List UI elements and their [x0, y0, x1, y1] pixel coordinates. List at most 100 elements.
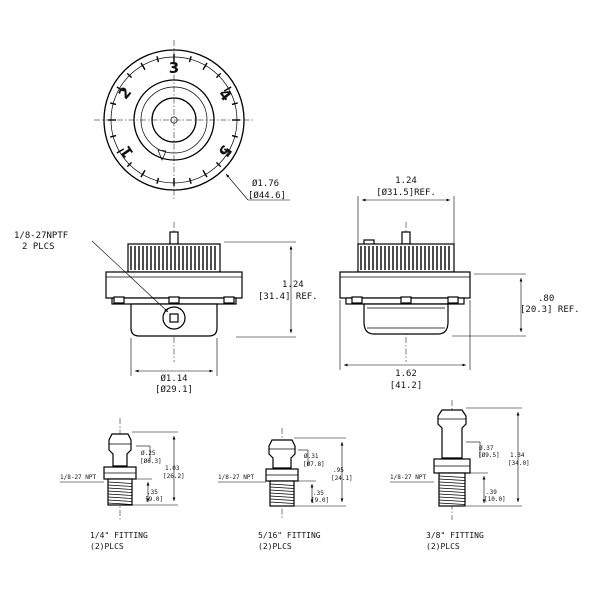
dial-tick [202, 169, 208, 178]
dial-tick [188, 56, 192, 63]
fitting-3-thread-lines [438, 475, 466, 505]
dial-tick [231, 134, 238, 138]
fitting-2-qty: (2)PLCS [258, 542, 292, 551]
fitting-3-thread-len-mm: [10.0] [484, 496, 506, 503]
fitting-1-qty: (2)PLCS [90, 542, 124, 551]
fitting-2-thread-len-in: .35 [313, 490, 324, 497]
dial-tick [110, 102, 117, 106]
front-base-dia-mm: [Ø29.1] [155, 384, 193, 395]
fitting-2-name: 5/16" FITTING [258, 531, 321, 540]
thread-line [438, 490, 466, 493]
fitting-3-height-mm: [34.0] [508, 460, 530, 467]
fitting-3-barb-dia-in: Ø.37 [479, 445, 494, 452]
thread-line [269, 498, 295, 501]
side-view-screws [351, 296, 459, 304]
fitting-2-thread-lines [269, 483, 295, 504]
dial-tick [215, 72, 222, 79]
screw-head [400, 296, 412, 304]
side-height-mm: [20.3] REF. [520, 305, 580, 315]
side-top-width-in: 1.24 [395, 176, 417, 186]
fitting-2-barb [268, 439, 296, 469]
dial-tick [116, 86, 125, 92]
dial-tick [110, 134, 117, 138]
fitting-2-height-in: .95 [333, 467, 344, 474]
front-height-mm: [31.4] REF. [258, 292, 318, 302]
fitting-3-qty: (2)PLCS [426, 542, 460, 551]
dial-diameter-mm: [Ø44.6] [248, 190, 286, 201]
fitting-3-thread-spec: 1/8-27 NPT [390, 474, 427, 481]
side-height-in: .80 [538, 294, 554, 304]
fitting-1-name: 1/4" FITTING [90, 531, 148, 540]
fitting-1-barb-dia-in: Ø.25 [141, 450, 156, 457]
front-thread-callout-2: 2 PLCS [22, 242, 55, 252]
dial-diameter-in: Ø1.76 [252, 178, 279, 189]
thread-line [438, 487, 466, 490]
fitting-five-sixteenths-inch: 1/8-27 NPT Ø.31 [Ø7.8] .95 [24.1] .35 [9… [218, 428, 353, 551]
front-height-in: 1.24 [282, 280, 304, 290]
side-view-base [363, 303, 449, 335]
fitting-2-thread-spec: 1/8-27 NPT [218, 474, 255, 481]
thread-line [438, 478, 466, 481]
thread-line [438, 502, 466, 505]
thread-line [107, 496, 133, 499]
dial-tick [140, 169, 146, 178]
fitting-3-name: 3/8" FITTING [426, 531, 484, 540]
fitting-2-height-mm: [24.1] [331, 475, 353, 482]
fitting-1-barb-dia-mm: [Ø6.3] [140, 458, 162, 465]
fitting-2-barb-dia-mm: [Ø7.8] [303, 461, 325, 468]
thread-line [107, 484, 133, 487]
thread-line [269, 492, 295, 495]
thread-line [269, 501, 295, 504]
dial-pointer-icon [157, 149, 167, 161]
fitting-3-barb [437, 409, 467, 459]
fitting-1-thread-spec: 1/8-27 NPT [60, 474, 97, 481]
dial-tick [126, 72, 133, 79]
dial-tick [231, 102, 238, 106]
front-view-screws [113, 296, 235, 304]
dial-tick [188, 177, 192, 184]
dial-tick [223, 86, 232, 92]
thread-line [107, 487, 133, 490]
fitting-3-thread-len-in: .39 [486, 489, 497, 496]
side-view-top-pin [401, 231, 411, 245]
thread-line [438, 484, 466, 487]
fitting-1-barb [108, 433, 132, 467]
thread-line [107, 499, 133, 502]
thread-line [269, 495, 295, 498]
dial-tick [223, 148, 232, 154]
fitting-3-barb-dia-mm: [Ø9.5] [478, 452, 500, 459]
thread-line [438, 499, 466, 502]
screw-head [113, 296, 125, 304]
dial-number-4: 4 [215, 85, 235, 105]
dial-number-1: 1 [117, 143, 138, 162]
fitting-1-height-in: 1.03 [165, 465, 180, 472]
dial-number-2: 2 [115, 83, 135, 103]
fitting-three-eighths-inch: 1/8-27 NPT Ø.37 [Ø9.5] 1.34 [34.0] .39 [… [390, 400, 530, 551]
dial-tick-marks [108, 54, 240, 186]
fitting-3-height-in: 1.34 [510, 452, 525, 459]
side-top-width-mm: [Ø31.5]REF. [376, 187, 436, 198]
side-overall-width-in: 1.62 [395, 369, 417, 379]
side-overall-width-mm: [41.2] [390, 381, 423, 391]
screw-head [168, 296, 180, 304]
thread-line [438, 481, 466, 484]
dial-tick [156, 177, 160, 184]
fitting-1-thread-len-mm: [9.0] [145, 496, 163, 503]
thread-line [438, 496, 466, 499]
dial-tick [202, 62, 208, 71]
screw-head [447, 296, 459, 304]
thread-line [269, 489, 295, 492]
dial-top-view: 3 2 4 1 5 Ø1.76 [Ø44.6] [94, 40, 290, 201]
fitting-1-thread-len-in: .35 [147, 489, 158, 496]
front-view-top-pin [169, 231, 179, 245]
screw-head [223, 296, 235, 304]
thread-line [269, 486, 295, 489]
thread-line [438, 493, 466, 496]
front-thread-callout-1: 1/8-27NPTF [14, 231, 68, 241]
front-view-knurled-cap [127, 243, 221, 273]
dial-tick [156, 56, 160, 63]
dial-tick [215, 161, 222, 168]
front-view-knurling [130, 246, 216, 270]
thread-line [107, 502, 133, 505]
